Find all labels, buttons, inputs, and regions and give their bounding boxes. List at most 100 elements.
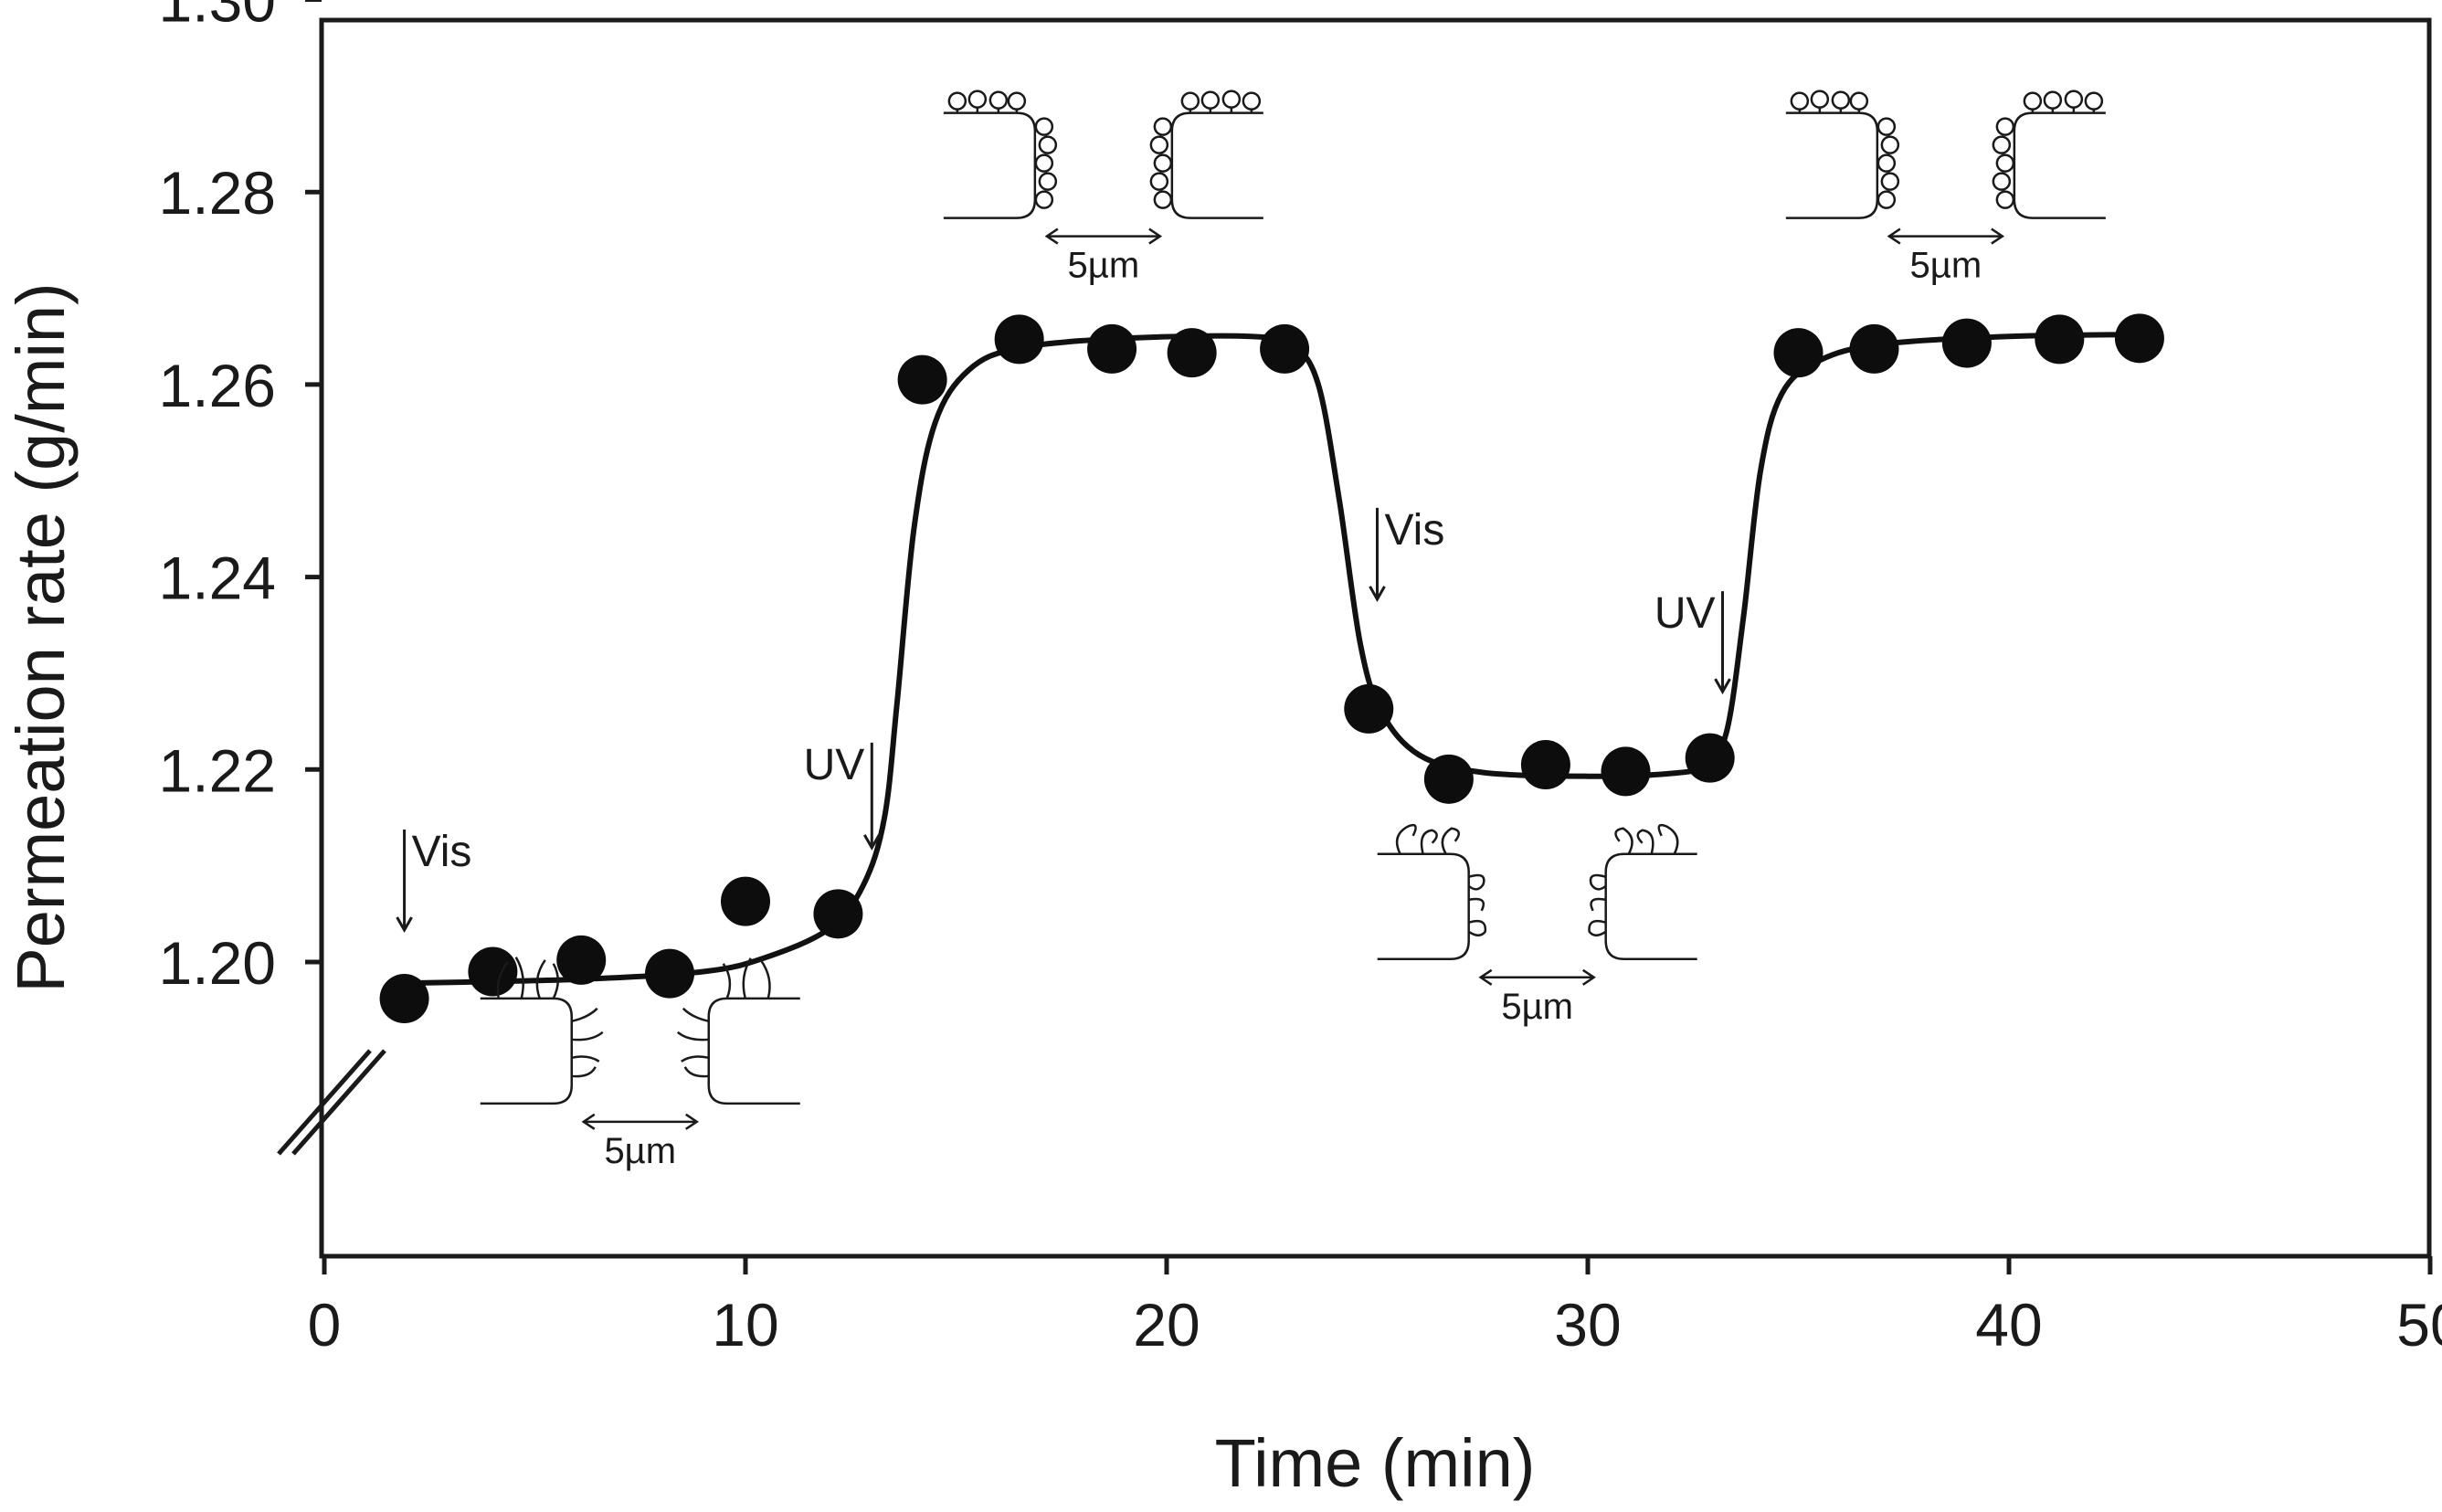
pore-inset: 5µm xyxy=(480,957,800,1171)
data-point xyxy=(1773,328,1824,378)
pore-inset: 5µm xyxy=(943,90,1263,286)
arrow-head xyxy=(1714,678,1731,695)
polymer-globule xyxy=(1038,135,1058,154)
polymer-globule xyxy=(947,91,967,111)
data-point xyxy=(2114,313,2164,364)
polymer-coil xyxy=(1636,829,1654,855)
polymer-globule xyxy=(1995,153,2015,173)
pore-wall-left xyxy=(943,111,1037,219)
data-point xyxy=(721,876,770,926)
data-point xyxy=(1167,328,1217,378)
x-tick-label: 10 xyxy=(712,1291,778,1359)
x-tick-label: 0 xyxy=(308,1291,342,1359)
polymer-globule xyxy=(1876,153,1897,173)
polymer-globule xyxy=(1221,90,1242,109)
annotation-label: Vis xyxy=(412,828,472,876)
polymer-coil xyxy=(1467,873,1485,891)
pore-insets: 5µm 5µm 5µm 5µm xyxy=(480,90,2106,1171)
polymer-globule xyxy=(2043,90,2063,110)
pore-inset: 5µm xyxy=(1377,823,1697,1027)
polymer-chain xyxy=(683,1066,709,1078)
polymer-coil xyxy=(1468,897,1485,912)
data-point xyxy=(1601,746,1651,797)
polymer-globule xyxy=(1153,190,1173,209)
polymer-coil xyxy=(1420,829,1438,855)
data-point xyxy=(994,314,1044,365)
polymer-chain xyxy=(571,1066,597,1078)
scale-arrow-head xyxy=(1478,968,1596,986)
scale-label: 5µm xyxy=(604,1131,676,1171)
polymer-globule xyxy=(1200,90,1221,110)
x-tick-label: 30 xyxy=(1554,1291,1621,1359)
pore-wall-right xyxy=(1604,852,1697,961)
data-point xyxy=(1260,323,1310,374)
y-axis: 1.201.221.241.261.281.30 xyxy=(159,0,322,997)
annotation-label: UV xyxy=(1654,589,1716,638)
pore-wall-right xyxy=(1170,111,1263,219)
data-point xyxy=(897,354,947,405)
x-tick-label: 50 xyxy=(2396,1291,2442,1359)
polymer-globule xyxy=(1992,172,2012,191)
pore-inset: 5µm xyxy=(1785,90,2106,286)
data-point xyxy=(1087,323,1137,374)
arrow-head xyxy=(396,916,413,934)
polymer-globule xyxy=(1876,117,1897,136)
data-point xyxy=(813,889,863,939)
x-tick-label: 40 xyxy=(1975,1291,2042,1359)
data-point xyxy=(1344,683,1394,734)
polymer-globule xyxy=(1153,117,1173,136)
polymer-globule xyxy=(1880,172,1900,191)
data-point xyxy=(1520,740,1570,790)
polymer-coil xyxy=(1590,897,1606,912)
polymer-chain xyxy=(496,961,509,999)
polymer-globule xyxy=(1038,172,1058,191)
pore-wall-left xyxy=(480,997,573,1105)
data-point xyxy=(468,946,518,997)
polymer-coil xyxy=(1589,873,1607,891)
polymer-coil xyxy=(1588,919,1607,937)
polymer-globule xyxy=(967,90,988,109)
polymer-chain xyxy=(552,963,559,999)
axis-break-mark xyxy=(277,1049,386,1156)
polymer-globule xyxy=(1790,91,1810,111)
polymer-globule xyxy=(1849,91,1869,111)
polymer-globule xyxy=(1876,190,1897,209)
polymer-globule xyxy=(1992,135,2012,154)
pore-wall-right xyxy=(2013,111,2106,219)
polymer-globule xyxy=(1149,135,1169,154)
data-point xyxy=(1941,318,1992,368)
scale-arrow-head xyxy=(581,1113,700,1130)
scale-label: 5µm xyxy=(1068,246,1140,286)
polymer-globule xyxy=(1995,190,2015,209)
polymer-globule xyxy=(1995,117,2015,136)
polymer-chain xyxy=(571,1031,604,1041)
polymer-globule xyxy=(1034,190,1054,209)
polymer-chain xyxy=(571,1007,598,1023)
y-tick-label: 1.28 xyxy=(159,159,276,227)
data-point xyxy=(2035,314,2085,365)
data-point xyxy=(1423,754,1474,804)
polymer-coil xyxy=(1467,919,1487,937)
polymer-globule xyxy=(988,90,1009,110)
polymer-globule xyxy=(1831,90,1851,110)
polymer-chain xyxy=(681,1055,710,1063)
data-point xyxy=(645,948,695,999)
data-point xyxy=(1685,733,1735,783)
polymer-chain xyxy=(759,959,771,999)
polymer-chain xyxy=(742,957,752,999)
scale-arrow-head xyxy=(1887,227,2005,245)
y-axis-title: Permeation rate (g/min) xyxy=(3,282,79,992)
arrow-head xyxy=(1369,586,1386,602)
y-tick-label: 1.26 xyxy=(159,352,276,419)
y-tick-label: 1.22 xyxy=(159,736,276,804)
data-point xyxy=(379,974,429,1024)
polymer-coil xyxy=(1441,827,1461,855)
y-tick-label: 1.30 xyxy=(159,0,276,35)
polymer-coil xyxy=(1657,823,1679,855)
polymer-globule xyxy=(1810,90,1830,109)
y-tick-label: 1.24 xyxy=(159,545,276,612)
polymer-globule xyxy=(2084,91,2104,111)
data-series xyxy=(379,313,2164,1024)
